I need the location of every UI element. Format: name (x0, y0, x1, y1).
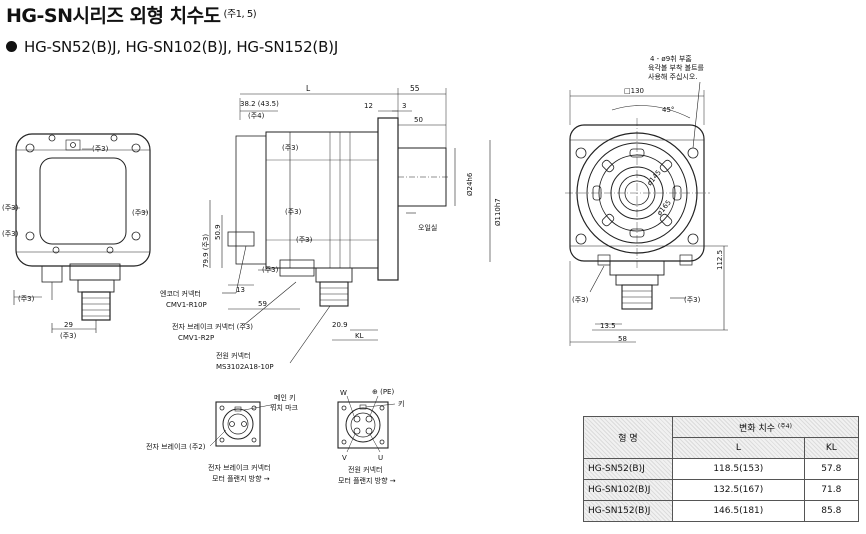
sv-encoder-conn: 엔코더 커넥터 (160, 289, 201, 298)
sv-brake-conn: 전자 브레이크 커넥터 (주3) (172, 322, 253, 331)
flv-dia-145: ø145 (645, 169, 662, 188)
brake-dir-2: 모터 플랜지 방향 → (212, 474, 270, 483)
sv-oil-seal: 오일실 (418, 223, 437, 232)
sv-note3-c: (주3) (296, 236, 313, 244)
table-row: HG-SN52(B)J 118.5(153) 57.8 (583, 458, 860, 480)
title-note: (주1, 5) (223, 9, 257, 20)
brake-main-key-1: 메인 키 (274, 393, 296, 402)
sv-shaft-dia: Ø24h6 (466, 172, 474, 196)
sv-dim-50-9: 50.9 (214, 224, 222, 240)
power-dir-1: 전원 커넥터 (348, 465, 382, 474)
sv-power-part: MS3102A18-10P (216, 363, 274, 371)
fv-note3-right: (주3) (132, 209, 149, 217)
sv-note4: (주4) (248, 112, 265, 120)
fv-dim-29: 29 (64, 321, 73, 329)
sv-dim-79: 79.9 (주3) (202, 234, 210, 268)
table-cell-KL: 57.8 (803, 458, 860, 480)
model-subtitle: HG-SN52(B)J, HG-SN102(B)J, HG-SN152(B)J (6, 38, 338, 56)
table-header-group: 변화 치수 (주4) (672, 416, 859, 438)
flv-note3-a: (주3) (572, 296, 589, 304)
sv-dim-13: 13 (236, 286, 245, 294)
sv-dim-55: 55 (410, 84, 420, 93)
brake-connector-detail (209, 401, 277, 447)
table-cell-model: HG-SN52(B)J (583, 458, 673, 480)
table-row: HG-SN152(B)J 146.5(181) 85.8 (583, 500, 860, 522)
table-cell-L: 118.5(153) (672, 458, 805, 480)
sv-dim-50: 50 (414, 116, 423, 124)
table-header-L: L (672, 437, 805, 459)
sv-brake-part: CMV1-R2P (178, 334, 214, 342)
front-view (10, 133, 151, 333)
sv-note3-b: (주3) (285, 208, 302, 216)
table-cell-KL: 71.8 (803, 479, 860, 501)
power-pin-PE: ⊕ (PE) (372, 388, 394, 396)
flv-bolt-note-1: 4 - ø9취 부홈 (650, 54, 692, 63)
page-title: HG-SN시리즈 외형 치수도(주1, 5) (6, 1, 257, 28)
flange-view (565, 81, 728, 346)
table-row: HG-SN102(B)J 132.5(167) 71.8 (583, 479, 860, 501)
title-main: HG-SN시리즈 외형 치수도 (6, 5, 221, 27)
power-connector-detail (337, 395, 396, 453)
flv-dim-112-5: 112.5 (716, 250, 724, 270)
sv-dim-38: 38.2 (43.5) (240, 100, 279, 108)
sv-dim-59: 59 (258, 300, 267, 308)
table-cell-model: HG-SN152(B)J (583, 500, 673, 522)
sv-encoder-part: CMV1-R10P (166, 301, 207, 309)
flv-bolt-note-2: 육각볼 부착 볼트를 (648, 63, 705, 72)
power-pin-V: V (342, 454, 347, 462)
flv-bolt-note-3: 사용해 주십시오. (648, 72, 698, 81)
flv-dim-130: □130 (624, 87, 644, 95)
table-header-KL: KL (803, 437, 860, 459)
sv-flange-dia: Ø110h7 (494, 198, 502, 226)
table-header-group-note: (주4) (777, 422, 792, 430)
sv-dim-3: 3 (402, 102, 406, 110)
power-pin-W: W (340, 389, 347, 397)
fv-note3-left-lower: (주3) (2, 230, 19, 238)
table-header-model: 형 명 (583, 416, 673, 459)
fv-note3-upper: (주3) (92, 145, 109, 153)
power-dir-2: 모터 플랜지 방향 → (338, 476, 396, 485)
brake-dir-1: 전자 브레이크 커넥터 (208, 463, 270, 472)
table-header-group-label: 변화 치수 (739, 423, 776, 434)
sv-note3-d: (주3) (262, 266, 279, 274)
fv-note3-bottom: (주3) (18, 295, 35, 303)
side-view (209, 88, 491, 364)
subtitle-text: HG-SN52(B)J, HG-SN102(B)J, HG-SN152(B)J (24, 38, 339, 56)
sv-dim-12: 12 (364, 102, 373, 110)
fv-note3-dim: (주3) (60, 332, 77, 340)
table-cell-model: HG-SN102(B)J (583, 479, 673, 501)
flv-dim-13-5: 13.5 (600, 322, 616, 330)
table-cell-KL: 85.8 (803, 500, 860, 522)
power-pin-key: 키 (398, 399, 404, 408)
flv-note3-b: (주3) (684, 296, 701, 304)
dimension-table: 형 명 변화 치수 (주4) L KL HG-SN52(B)J 118.5(15… (583, 416, 860, 522)
fv-note3-left-upper: (주3) (2, 204, 19, 212)
sv-dim-KL: KL (355, 332, 364, 340)
flv-dia-165: ø165 (655, 199, 672, 218)
table-cell-L: 132.5(167) (672, 479, 805, 501)
sv-power-conn: 전원 커넥터 (216, 351, 250, 360)
sv-dim-20-9: 20.9 (332, 321, 348, 329)
flv-angle: 45° (662, 106, 674, 114)
brake-label: 전자 브레이크 (주2) (146, 442, 206, 451)
power-pin-U: U (378, 454, 383, 462)
bullet-icon (6, 41, 17, 52)
brake-main-key-2: 워치 마크 (270, 403, 299, 412)
sv-note3-a: (주3) (282, 144, 299, 152)
sv-dim-L: L (306, 84, 311, 93)
table-cell-L: 146.5(181) (672, 500, 805, 522)
flv-dim-58: 58 (618, 335, 627, 343)
